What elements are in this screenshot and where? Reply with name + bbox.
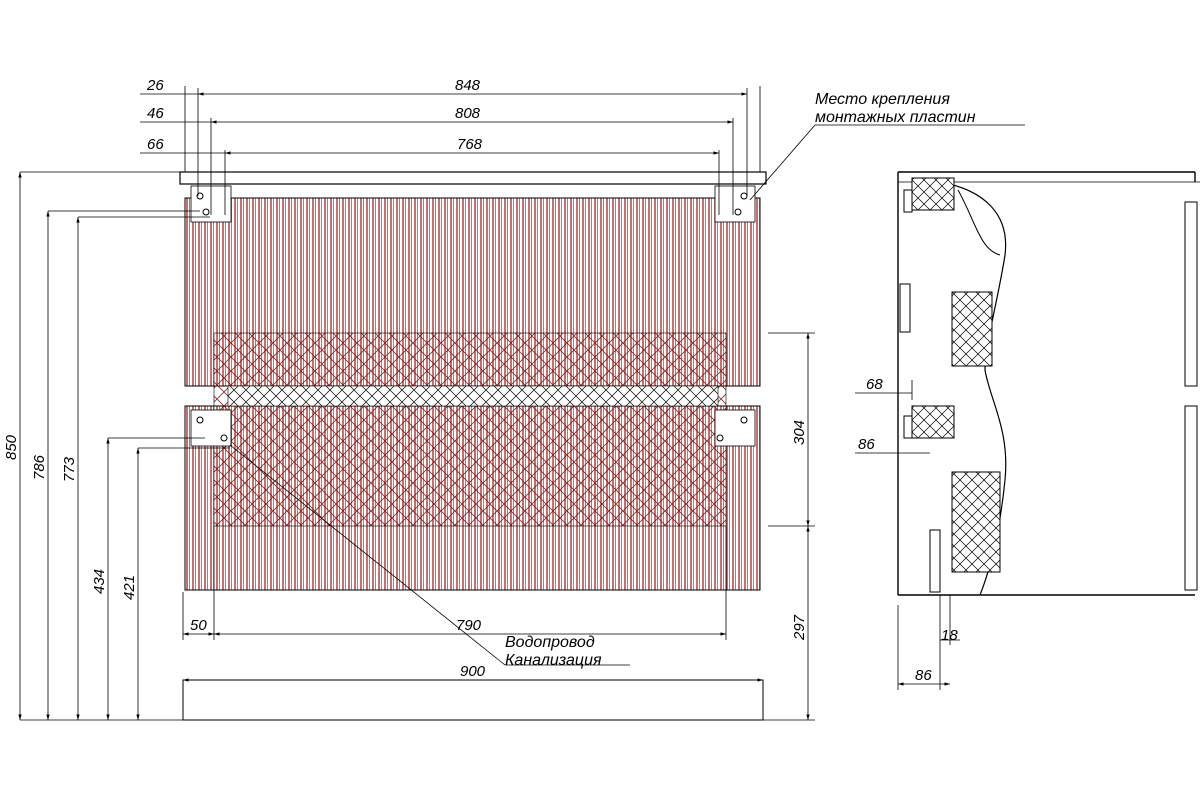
- dim-66: 66: [147, 136, 164, 153]
- dim-421: 421: [121, 575, 138, 600]
- dim-297: 297: [791, 614, 808, 641]
- right-dimensions: 304 297: [763, 332, 815, 721]
- callout-pipes-line2: Канализация: [505, 652, 602, 669]
- side-bracket-top: [903, 189, 913, 213]
- dim-304: 304: [791, 420, 808, 445]
- side-plate-1: [899, 283, 911, 333]
- side-bracket-mid: [903, 415, 913, 439]
- side-block-3: [911, 405, 955, 439]
- dim-26: 26: [146, 77, 164, 94]
- drawer-gap: [227, 385, 719, 407]
- dim-850: 850: [3, 434, 20, 460]
- mounting-plate-bottom-left: [190, 409, 232, 447]
- dim-434: 434: [91, 569, 108, 594]
- dim-786: 786: [31, 454, 48, 480]
- mounting-plate-bottom-right: [714, 409, 756, 447]
- mounting-plate-top-right: [714, 185, 756, 223]
- dim-790: 790: [456, 617, 482, 634]
- dim-808: 808: [455, 105, 481, 122]
- left-dimensions: 850 786 773 434 421: [3, 171, 230, 721]
- side-block-4: [951, 471, 1001, 573]
- side-plate-2: [929, 529, 941, 593]
- basin-inner: [957, 189, 1001, 256]
- base-outline: [182, 679, 764, 721]
- callout-pipes-line1: Водопровод: [505, 634, 595, 651]
- siphon-zone: [214, 333, 726, 526]
- callout-pipes: Водопровод Канализация: [229, 444, 630, 669]
- front-view: 26 848 46 808 66 768 850 786 773 434 421: [3, 77, 1025, 721]
- dim-50: 50: [190, 617, 207, 634]
- bottom-dimensions: 50 790 900: [182, 526, 763, 682]
- side-drawer-front-top: [1184, 201, 1198, 387]
- dim-86-bottom: 86: [915, 667, 932, 684]
- dim-46: 46: [147, 105, 164, 122]
- callout-mounting-line2: монтажных пластин: [815, 109, 976, 126]
- callout-mounting-plates: Место крепления монтажных пластин: [749, 91, 1025, 201]
- dim-68: 68: [866, 376, 883, 393]
- dim-768: 768: [457, 136, 483, 153]
- dim-86-mid: 86: [858, 436, 875, 453]
- top-dimensions: 26 848 46 808 66 768: [140, 77, 761, 215]
- callout-mounting-line1: Место крепления: [815, 91, 950, 108]
- countertop: [179, 171, 767, 185]
- dim-773: 773: [61, 456, 78, 482]
- side-block-1: [911, 177, 955, 211]
- dim-848: 848: [455, 77, 481, 94]
- dim-900: 900: [460, 663, 486, 680]
- side-block-2: [951, 291, 993, 367]
- side-drawer-front-bottom: [1184, 405, 1198, 591]
- side-view: 68 86 18 86: [855, 171, 1200, 690]
- dim-18: 18: [941, 627, 958, 644]
